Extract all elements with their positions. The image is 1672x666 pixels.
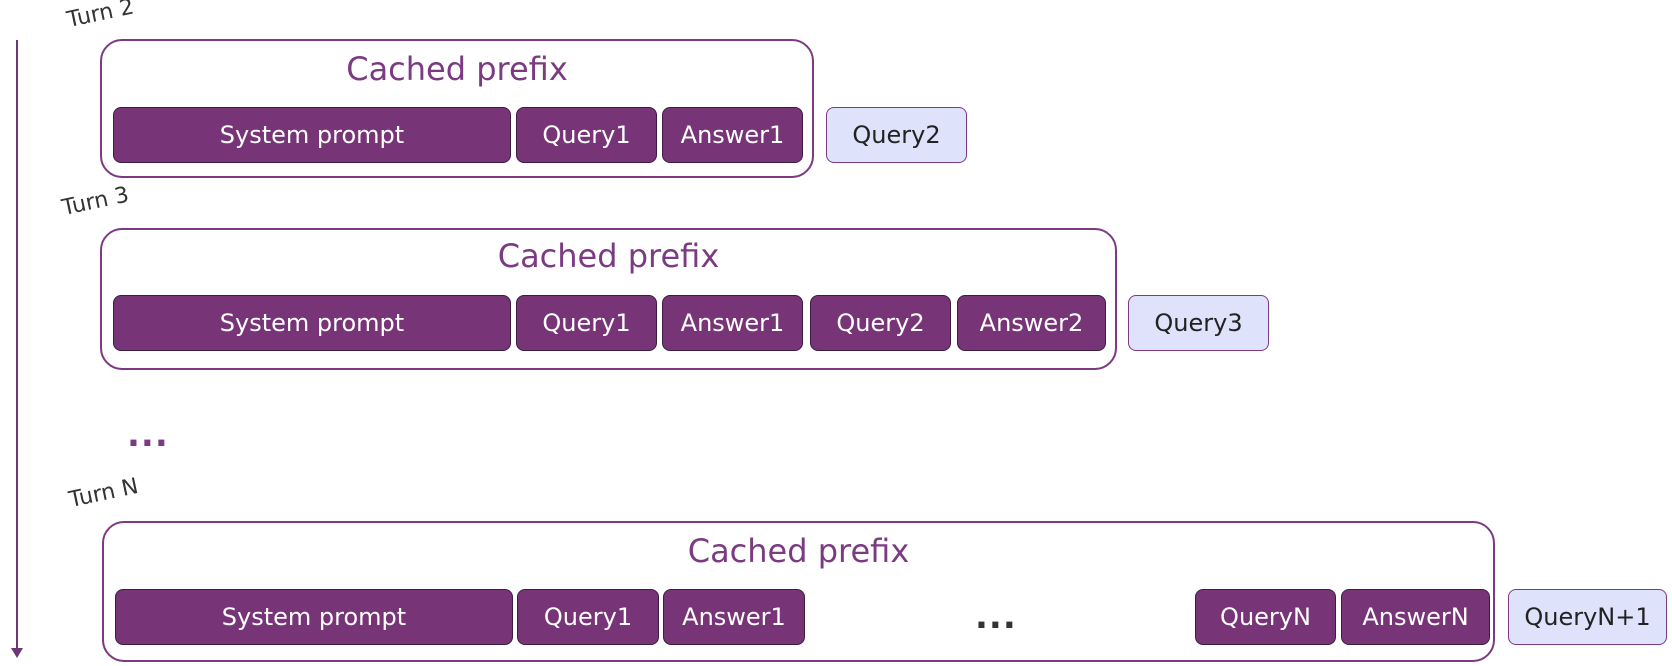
answer-block: Answer1 [662,295,803,351]
system-prompt-block: System prompt [113,295,511,351]
new-query-block: Query2 [826,107,967,163]
new-query-block: QueryN+1 [1508,589,1667,645]
cached-prefix-title: Cached prefix [346,50,568,88]
system-prompt-block: System prompt [115,589,513,645]
query-block: Query1 [516,295,657,351]
query-block: Query2 [810,295,951,351]
turn-label: Turn N [66,473,141,513]
answer-block: Answer1 [662,107,803,163]
cached-prefix-title: Cached prefix [687,532,910,570]
timeline-arrow [16,40,18,650]
between-turns-ellipsis: ... [127,415,169,455]
answer-block: Answer1 [663,589,805,645]
query-block: Query1 [517,589,659,645]
query-block: Query1 [516,107,657,163]
cached-prefix-title: Cached prefix [497,237,720,275]
inner-ellipsis: ... [975,597,1017,637]
cached-prefix-box [100,228,1117,370]
system-prompt-block: System prompt [113,107,511,163]
answer-block: AnswerN [1341,589,1490,645]
turn-label: Turn 3 [59,182,132,221]
turn-label: Turn 2 [64,0,137,34]
timeline-arrowhead [11,648,23,658]
cached-prefix-box [102,521,1495,662]
query-block: QueryN [1195,589,1336,645]
answer-block: Answer2 [957,295,1106,351]
new-query-block: Query3 [1128,295,1269,351]
cached-prefix-box [100,39,814,178]
